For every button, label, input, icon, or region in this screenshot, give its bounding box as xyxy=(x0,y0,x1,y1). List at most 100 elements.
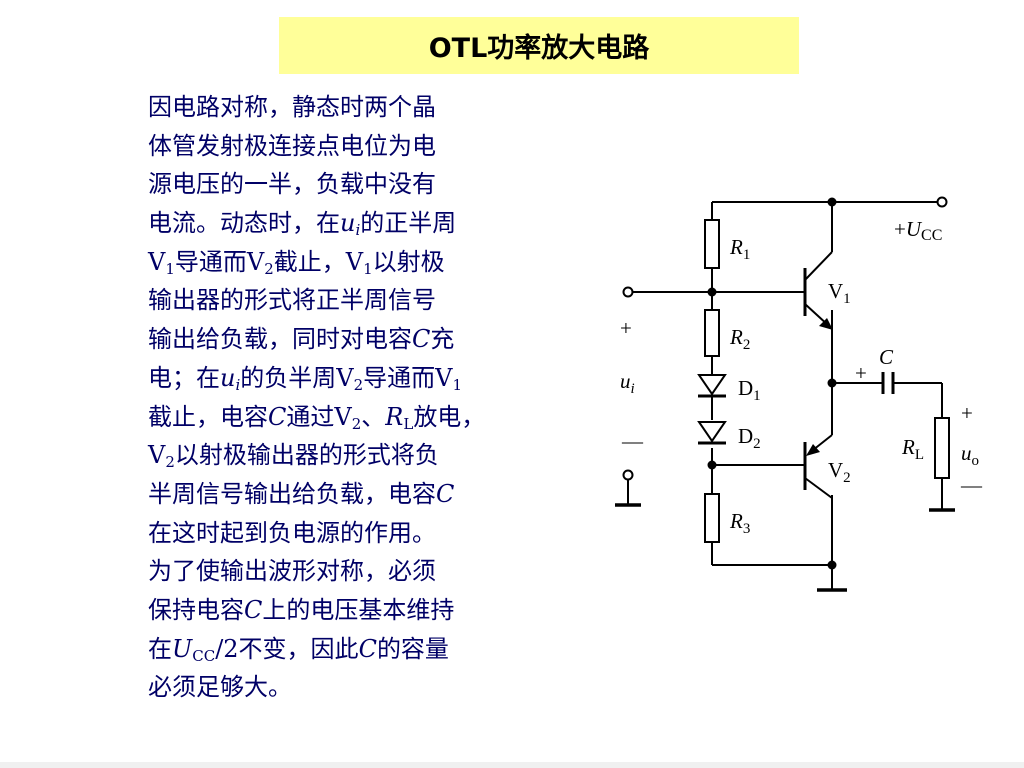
vcc-terminal xyxy=(936,196,948,208)
otl-circuit-diagram: +UCC R1 R2 R3 D1 D2 V1 V2 C + RL + ui — … xyxy=(595,180,1015,600)
input-terminal-bottom xyxy=(622,469,634,481)
ui-plus: + xyxy=(620,316,632,340)
input-junction-dot xyxy=(707,287,717,297)
text-run: V xyxy=(148,441,166,470)
symbol-c: C xyxy=(358,634,377,663)
output-junction-dot xyxy=(827,378,837,388)
text-run: 截止，V xyxy=(273,247,364,276)
v1-collector xyxy=(804,251,833,281)
text-run: 必须足够大。 xyxy=(148,673,292,702)
text-run: 上的电压基本维持 xyxy=(262,595,455,624)
text-run: 导通而V xyxy=(174,247,265,276)
bottom-strip xyxy=(0,762,1024,768)
subscript-i: i xyxy=(235,375,241,394)
circuit-svg: +UCC R1 R2 R3 D1 D2 V1 V2 C + RL + ui — … xyxy=(615,196,983,592)
text-run: 导通而V xyxy=(363,363,453,392)
cap-polarity-plus: + xyxy=(855,361,867,385)
uo-label: uo xyxy=(961,441,979,469)
symbol-u: u xyxy=(340,209,356,238)
text-line: V1导通而V2截止，V1以射极 xyxy=(148,243,588,282)
subscript: 2 xyxy=(353,375,364,394)
r3-resistor xyxy=(704,493,720,543)
text-run: 输出给负载，同时对电容 xyxy=(148,325,412,354)
text-run: 源电压的一半，负载中没有 xyxy=(148,170,436,199)
circuit-wires xyxy=(627,201,943,590)
resistors xyxy=(704,219,950,543)
text-run: 充 xyxy=(430,325,455,354)
symbol-u: U xyxy=(172,634,193,663)
d1-label: D1 xyxy=(738,376,761,404)
title-text: OTL功率放大电路 xyxy=(428,33,650,64)
rl-resistor xyxy=(934,417,950,479)
text-run: 的正半周 xyxy=(360,209,457,238)
r1-label: R1 xyxy=(729,235,750,263)
text-line: 输出器的形式将正半周信号 xyxy=(148,281,588,320)
text-run: 电流。动态时，在 xyxy=(148,209,340,238)
slide-title: OTL功率放大电路 xyxy=(279,17,799,74)
text-line: 体管发射极连接点电位为电 xyxy=(148,127,588,166)
subscript: 2 xyxy=(351,414,362,433)
subscript: L xyxy=(403,414,414,433)
uo-minus: — xyxy=(960,473,983,497)
text-line: V2以射极输出器的形式将负 xyxy=(148,436,588,475)
subscript: 1 xyxy=(452,375,463,394)
r2-label: R2 xyxy=(729,325,750,353)
text-run: 保持电容 xyxy=(148,595,244,624)
text-line: 在UCC/2不变，因此C的容量 xyxy=(148,630,588,669)
ui-label: ui xyxy=(620,369,635,397)
symbol-c: C xyxy=(436,479,455,508)
text-line: 因电路对称，静态时两个晶 xyxy=(148,88,588,127)
diode-d2 xyxy=(697,421,727,445)
subscript: 2 xyxy=(264,259,274,278)
text-run: 为了使输出波形对称，必须 xyxy=(148,557,436,586)
symbol-c: C xyxy=(244,595,263,624)
text-run: V xyxy=(148,247,166,276)
text-run: 以射极 xyxy=(372,247,445,276)
cap-label: C xyxy=(879,345,894,369)
text-line: 为了使输出波形对称，必须 xyxy=(148,552,588,591)
vcc-label: +UCC xyxy=(894,217,942,244)
subscript: CC xyxy=(192,646,216,665)
text-run: 因电路对称，静态时两个晶 xyxy=(148,93,436,121)
text-run: 、 xyxy=(361,402,386,431)
junction-dots xyxy=(707,197,837,570)
v2-base-junction-dot xyxy=(707,460,717,470)
text-line: 源电压的一半，负载中没有 xyxy=(148,165,588,204)
text-line: 输出给负载，同时对电容C充 xyxy=(148,320,588,359)
text-line: 必须足够大。 xyxy=(148,668,588,707)
explanation-paragraph: 因电路对称，静态时两个晶 体管发射极连接点电位为电 源电压的一半，负载中没有 电… xyxy=(148,88,588,707)
symbol-r: R xyxy=(385,402,404,431)
text-run: 截止，电容 xyxy=(148,402,268,431)
transistor-v2 xyxy=(803,434,833,499)
text-run: 电；在 xyxy=(148,363,220,392)
r1-resistor xyxy=(704,219,720,269)
text-run: 在这时起到负电源的作用。 xyxy=(148,518,436,547)
diode-d1 xyxy=(697,356,727,420)
ui-minus: — xyxy=(621,429,644,453)
v2-collector xyxy=(804,477,833,499)
r3-label: R3 xyxy=(729,509,750,537)
subscript-i: i xyxy=(355,221,361,240)
uo-plus: + xyxy=(961,401,973,425)
symbol-c: C xyxy=(412,325,431,354)
input-terminal-top xyxy=(622,286,634,298)
v1-label: V1 xyxy=(828,279,851,307)
subscript: 1 xyxy=(165,259,175,278)
text-run: 在 xyxy=(148,634,172,663)
text-line: 半周信号输出给负载，电容C xyxy=(148,475,588,514)
text-line: 在这时起到负电源的作用。 xyxy=(148,514,588,553)
terminals xyxy=(622,196,948,481)
text-line: 电流。动态时，在ui的正半周 xyxy=(148,204,588,243)
ground-symbols xyxy=(615,503,955,592)
text-run: /2不变，因此 xyxy=(215,634,359,663)
transistor-v1 xyxy=(803,251,833,340)
r2-resistor xyxy=(704,309,720,357)
capacitor-c xyxy=(881,372,895,394)
text-run: 的负半周V xyxy=(240,363,354,392)
d2-label: D2 xyxy=(738,424,761,452)
subscript: 2 xyxy=(165,453,175,472)
ground-junction-dot xyxy=(827,560,837,570)
text-run: 输出器的形式将正半周信号 xyxy=(148,286,436,315)
text-line: 电；在ui的负半周V2导通而V1 xyxy=(148,359,588,398)
